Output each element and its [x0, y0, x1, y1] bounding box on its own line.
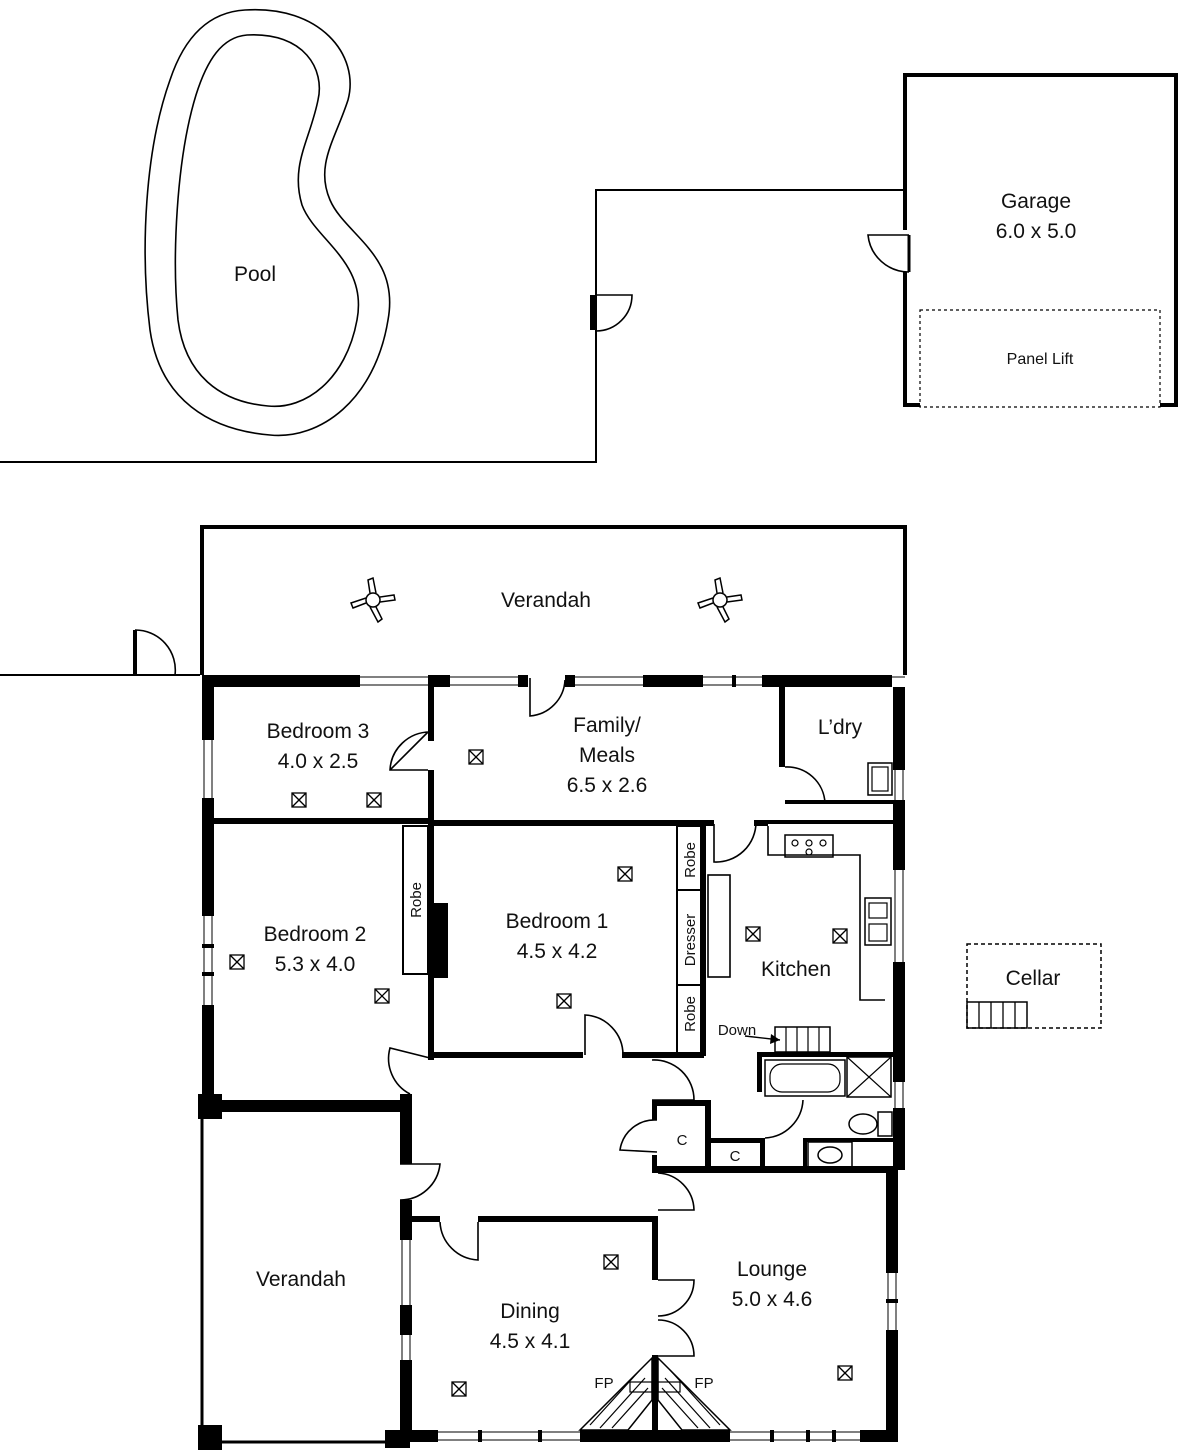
light-icon [603, 1254, 619, 1270]
dresser-label: Dresser [682, 914, 699, 967]
fireplace-icon [657, 1356, 732, 1431]
verandah-top-label: Verandah [501, 589, 591, 612]
bedroom3-label: Bedroom 3 [267, 720, 370, 743]
bedroom2-size: 5.3 x 4.0 [275, 953, 356, 976]
light-icon [366, 792, 382, 808]
yard-gate-door [590, 294, 633, 332]
yard-fence [0, 189, 905, 676]
dining-label: Dining [500, 1300, 560, 1323]
dining-size: 4.5 x 4.1 [490, 1330, 571, 1353]
bath-icon [764, 1059, 846, 1097]
basin-icon [807, 1141, 853, 1169]
cupboard-label: C [677, 1132, 688, 1149]
garage-label: Garage [1001, 190, 1071, 213]
toilet-icon [848, 1111, 893, 1137]
light-icon [229, 954, 245, 970]
pool: Pool [144, 8, 391, 437]
bedroom3-size: 4.0 x 2.5 [278, 750, 359, 773]
robe-label: Robe [408, 882, 425, 918]
cooktop-icon [784, 834, 834, 858]
stairs-icon [744, 1026, 831, 1053]
cellar-label: Cellar [1006, 967, 1061, 990]
interior-walls [214, 687, 893, 1440]
light-icon [556, 993, 572, 1009]
laundry-label: L’dry [818, 716, 863, 739]
light-icon [291, 792, 307, 808]
verandah-side-label: Verandah [256, 1268, 346, 1291]
light-icon [745, 926, 761, 942]
garage: Garage 6.0 x 5.0 Panel Lift [867, 73, 1178, 408]
family-size: 6.5 x 2.6 [567, 774, 648, 797]
house-walls [198, 675, 905, 1442]
fireplace-label: FP [594, 1375, 613, 1392]
ceiling-fan-icon [350, 576, 396, 624]
panel-lift-label: Panel Lift [1007, 351, 1074, 368]
lounge-size: 5.0 x 4.6 [732, 1288, 813, 1311]
light-fixtures [229, 749, 853, 1397]
robe-label: Robe [682, 842, 699, 878]
kitchen-label: Kitchen [761, 958, 831, 981]
fireplace-label: FP [694, 1375, 713, 1392]
lounge-label: Lounge [737, 1258, 807, 1281]
side-verandah: Verandah [198, 1100, 410, 1450]
cellar [966, 943, 1102, 1029]
light-icon [451, 1381, 467, 1397]
sink-icon [864, 897, 892, 946]
shower-icon [846, 1056, 892, 1098]
pool-label: Pool [234, 263, 276, 286]
robe-label: Robe [682, 996, 699, 1032]
doors [387, 678, 826, 1357]
rear-verandah: Verandah [200, 525, 907, 675]
side-gate-door [133, 629, 177, 676]
bedroom1-label: Bedroom 1 [506, 910, 609, 933]
bedroom2-label: Bedroom 2 [264, 923, 367, 946]
family-label-line2: Meals [579, 744, 635, 767]
family-label-line1: Family/ [573, 714, 641, 737]
ceiling-fan-icon [697, 576, 743, 624]
fireplace-icon [578, 1356, 653, 1431]
light-icon [468, 749, 484, 765]
light-icon [374, 988, 390, 1004]
light-icon [617, 866, 633, 882]
room-labels: Bedroom 3 4.0 x 2.5 Family/ Meals 6.5 x … [264, 714, 1061, 1392]
cupboard-label: C [730, 1148, 741, 1165]
fixtures [578, 762, 1102, 1431]
bedroom1-size: 4.5 x 4.2 [517, 940, 598, 963]
down-label: Down [718, 1022, 756, 1039]
light-icon [832, 928, 848, 944]
light-icon [837, 1365, 853, 1381]
garage-size: 6.0 x 5.0 [996, 220, 1077, 243]
laundry-tub-icon [867, 762, 893, 796]
